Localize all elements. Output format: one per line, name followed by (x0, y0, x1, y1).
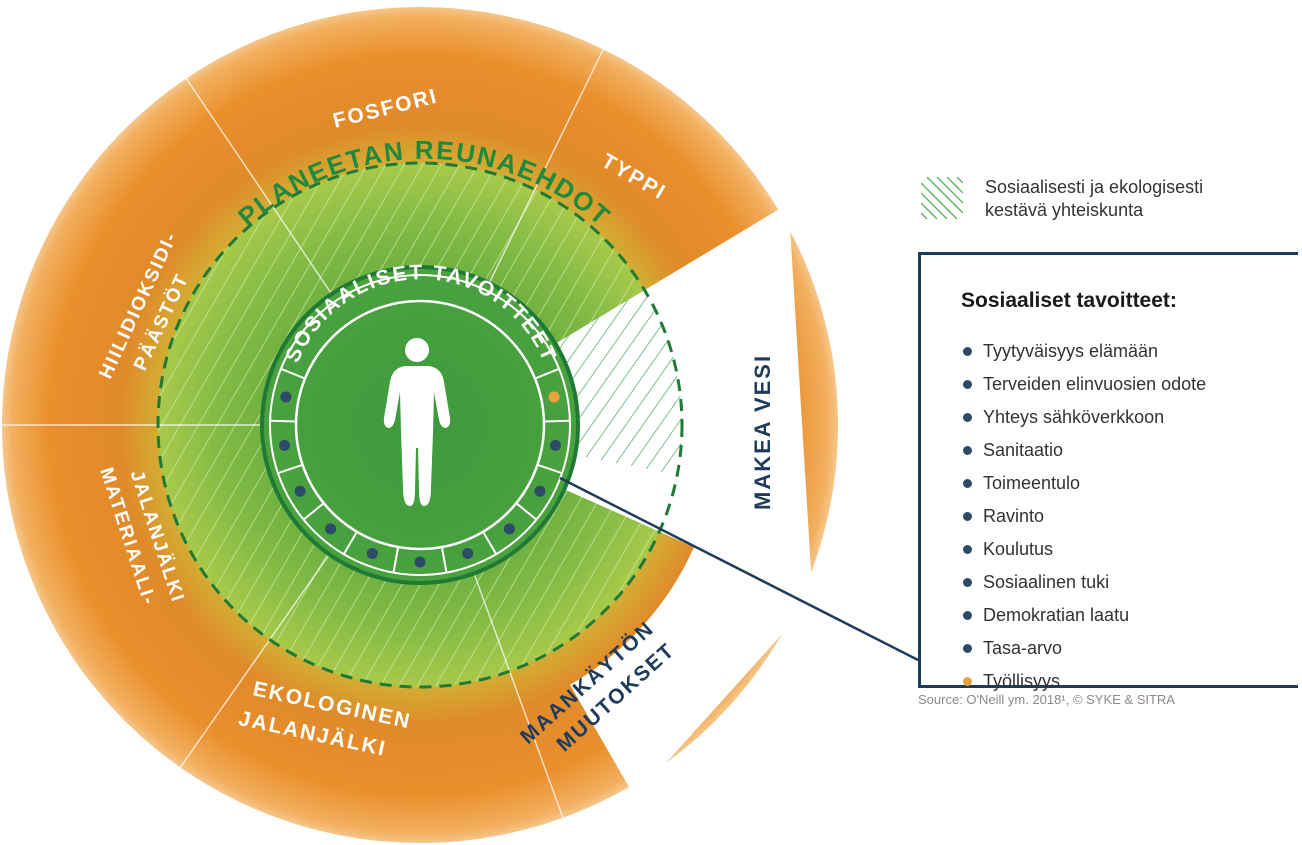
social-goals-box: Sosiaaliset tavoitteet: Tyytyväisyys elä… (918, 252, 1298, 691)
bullet-dot-icon (963, 413, 972, 422)
goal-label: Toimeentulo (983, 473, 1081, 493)
goal-dot-icon (549, 439, 561, 451)
goal-list-item: Koulutus (961, 533, 1206, 566)
goal-label: Koulutus (983, 539, 1054, 559)
bullet-dot-icon (963, 347, 972, 356)
hatched-swatch-icon (921, 177, 963, 219)
bullet-dot-icon (963, 545, 972, 554)
goal-dot-icon (325, 523, 337, 535)
bullet-dot-icon (963, 479, 972, 488)
goal-label: Sanitaatio (983, 440, 1064, 460)
bullet-dot-icon (963, 380, 972, 389)
goal-dot-icon (548, 391, 560, 403)
segment-dividers (0, 47, 605, 820)
legend-line-2: kestävä yhteiskunta (985, 200, 1144, 220)
goal-label: Työllisyys (983, 671, 1061, 691)
goal-label: Terveiden elinvuosien odote (983, 374, 1207, 394)
goal-dot-icon (503, 523, 515, 535)
goal-list-item: Sanitaatio (961, 434, 1206, 467)
goal-dot-icon (534, 485, 546, 497)
bullet-dot-icon (963, 512, 972, 521)
goal-dot-icon (366, 547, 378, 559)
goal-dot-icon (462, 547, 474, 559)
goal-dot-icon (279, 439, 291, 451)
human-figure-icon (383, 338, 451, 506)
goal-label: Ravinto (983, 506, 1045, 526)
goal-list-item: Yhteys sähköverkkoon (961, 401, 1206, 434)
goal-label: Tasa-arvo (983, 638, 1063, 658)
goal-list-item: Sosiaalinen tuki (961, 566, 1206, 599)
legend-text: Sosiaalisesti ja ekologisesti kestävä yh… (985, 176, 1285, 222)
bullet-dot-icon (963, 446, 972, 455)
bullet-dot-icon (963, 578, 972, 587)
goal-dot-icon (294, 485, 306, 497)
goal-list-item: Ravinto (961, 500, 1206, 533)
goal-list-item: Työllisyys (961, 665, 1206, 698)
goal-list-item: Toimeentulo (961, 467, 1206, 500)
goals-title: Sosiaaliset tavoitteet: (961, 289, 1177, 312)
goal-label: Yhteys sähköverkkoon (983, 407, 1165, 427)
goal-dot-icon (280, 391, 292, 403)
goal-label: Demokratian laatu (983, 605, 1130, 625)
bullet-dot-icon (963, 677, 972, 686)
goal-list-item: Tasa-arvo (961, 632, 1206, 665)
goal-list-item: Tyytyväisyys elämään (961, 335, 1206, 368)
segment-label-makea-vesi: MAKEA VESI (750, 354, 775, 510)
source-credit: Source: O'Neill ym. 2018¹, © SYKE & SITR… (918, 692, 1175, 707)
social-goal-cells (270, 367, 570, 573)
bullet-dot-icon (963, 644, 972, 653)
goal-list-item: Demokratian laatu (961, 599, 1206, 632)
goal-label: Tyytyväisyys elämään (983, 341, 1159, 361)
goal-dot-icon (414, 556, 426, 568)
bullet-dot-icon (963, 611, 972, 620)
freshwater-gap (557, 203, 813, 798)
goal-list-item: Terveiden elinvuosien odote (961, 368, 1206, 401)
goal-label: Sosiaalinen tuki (983, 572, 1110, 592)
goals-connector-line (559, 476, 919, 662)
planetary-boundary-line (156, 161, 684, 689)
legend-line-1: Sosiaalisesti ja ekologisesti (985, 177, 1204, 197)
